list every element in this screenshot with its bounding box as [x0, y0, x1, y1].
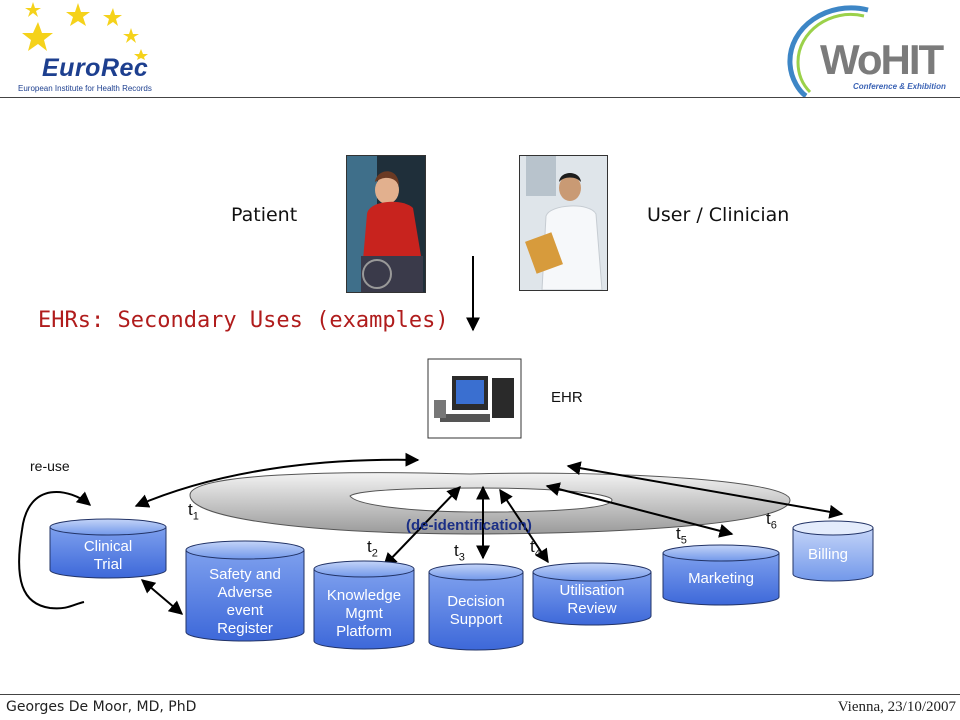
eurorec-tagline: European Institute for Health Records	[18, 84, 152, 93]
clinician-label: User / Clinician	[647, 204, 790, 226]
header-divider	[0, 97, 960, 98]
database-decision-support	[428, 563, 524, 651]
patient-photo	[346, 155, 426, 293]
knowledge-arrow	[383, 485, 461, 568]
star-icon	[22, 2, 148, 60]
footer-place-date: Vienna, 23/10/2007	[837, 699, 956, 715]
database-safety-register	[185, 540, 305, 642]
safety-link-arrow	[140, 579, 184, 615]
footer-author: Georges De Moor, MD, PhD	[6, 699, 197, 715]
knowledge-mgmt-label: Knowledge Mgmt Platform	[326, 587, 402, 640]
billing-arrow	[566, 461, 844, 519]
time-label-t5: t5	[676, 524, 687, 547]
swoosh-icon	[787, 5, 869, 97]
wohit-wordmark: WoHIT	[820, 36, 944, 83]
clinical-trial-arrow	[134, 452, 420, 508]
clinician-photo	[519, 155, 608, 291]
time-label-t2: t2	[367, 537, 378, 560]
database-marketing	[662, 544, 780, 606]
utilisation-review-label: Utilisation Review	[559, 582, 625, 617]
time-label-t4: t4	[530, 537, 541, 560]
ehr-label: EHR	[551, 389, 583, 406]
database-clinical-trial	[49, 518, 167, 579]
reuse-loop-arrow	[18, 490, 92, 610]
time-label-t3: t3	[454, 541, 465, 564]
utilisation-arrow	[499, 488, 549, 564]
database-knowledge-mgmt	[313, 560, 415, 650]
time-label-t6: t6	[766, 509, 777, 532]
reuse-label: re-use	[30, 458, 70, 474]
footer-divider	[0, 694, 960, 695]
eurorec-wordmark: EuroRec	[42, 54, 149, 82]
time-label-t1: t1	[188, 500, 199, 523]
database-utilisation-review	[532, 562, 652, 626]
database-billing	[792, 520, 874, 582]
safety-register-label: Safety and Adverse event Register	[209, 566, 281, 637]
slide-title: EHRs: Secondary Uses (examples)	[38, 308, 449, 333]
clinical-trial-label: Clinical Trial	[83, 538, 133, 573]
patient-label: Patient	[231, 204, 298, 226]
decision-support-label: Decision Support	[447, 593, 505, 628]
deidentification-label: (de-identification)	[406, 517, 532, 534]
billing-label: Billing	[808, 546, 849, 563]
wohit-tagline: Conference & Exhibition	[853, 82, 946, 91]
ehr-computer	[427, 358, 522, 439]
marketing-label: Marketing	[688, 570, 754, 587]
